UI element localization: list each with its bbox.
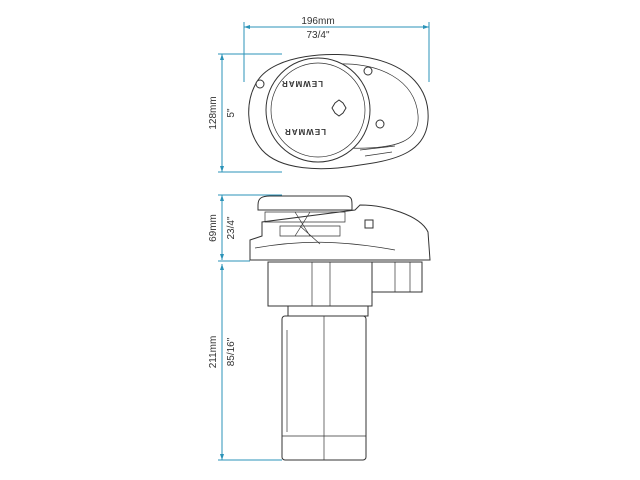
height-mm-label: 128mm bbox=[208, 96, 219, 129]
lower-mm-label: 211mm bbox=[208, 336, 219, 369]
width-mm-label: 196mm bbox=[301, 16, 334, 27]
upper-in-label: 23/4" bbox=[226, 216, 237, 239]
side-view: 69mm 23/4" 211mm 85/16" bbox=[208, 194, 431, 461]
logo-bottom: LEWMAR bbox=[284, 127, 326, 136]
upper-mm-label: 69mm bbox=[208, 214, 219, 242]
width-dimension: 196mm 73/4" bbox=[243, 16, 430, 82]
lower-height-dimension: 211mm 85/16" bbox=[208, 264, 282, 461]
lower-in-label: 85/16" bbox=[226, 337, 237, 366]
width-in-label: 73/4" bbox=[306, 30, 329, 41]
upper-height-dimension: 69mm 23/4" bbox=[208, 194, 282, 262]
height-dimension: 128mm 5" bbox=[208, 53, 282, 173]
top-view: 196mm 73/4" 128mm 5" LEWMAR LEWMAR bbox=[208, 16, 430, 173]
windlass-top-outline: LEWMAR LEWMAR bbox=[248, 54, 429, 170]
logo-top: LEWMAR bbox=[281, 79, 323, 88]
height-in-label: 5" bbox=[226, 108, 237, 118]
windlass-side-outline bbox=[249, 195, 431, 461]
